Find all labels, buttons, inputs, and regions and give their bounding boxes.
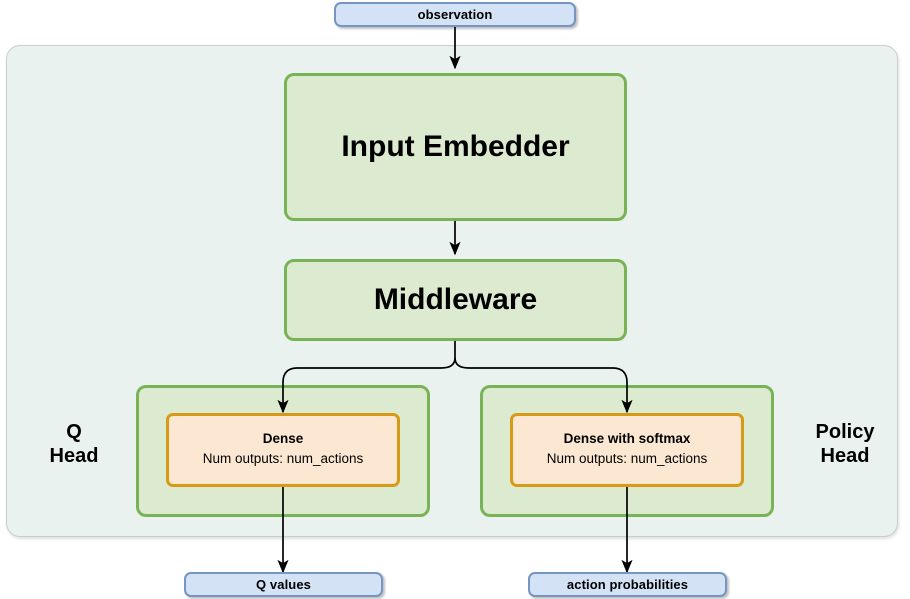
node-middleware[interactable]: Middleware <box>284 259 627 341</box>
label-policy-head: Policy Head <box>790 420 900 469</box>
node-input-embedder-label: Input Embedder <box>341 130 570 163</box>
label-q-head-line2: Head <box>49 445 99 468</box>
label-q-head-line1: Q <box>66 421 82 443</box>
node-action-probabilities[interactable]: action probabilities <box>528 572 727 597</box>
label-policy-head-line2: Head <box>820 445 870 468</box>
label-policy-head-line1: Policy <box>815 421 875 443</box>
node-policy-head-dense-title: Dense with softmax <box>563 431 691 447</box>
node-middleware-label: Middleware <box>373 283 538 316</box>
node-input-embedder[interactable]: Input Embedder <box>284 73 627 221</box>
node-q-values[interactable]: Q values <box>184 572 383 597</box>
label-q-head: Q Head <box>24 420 124 469</box>
node-q-head-dense-subtitle: Num outputs: num_actions <box>202 451 364 467</box>
node-policy-head-dense[interactable]: Dense with softmax Num outputs: num_acti… <box>510 413 744 487</box>
node-q-head-dense[interactable]: Dense Num outputs: num_actions <box>166 413 400 487</box>
node-observation-label: observation <box>417 7 493 22</box>
node-action-probabilities-label: action probabilities <box>566 577 689 592</box>
node-q-head-dense-title: Dense <box>262 431 304 447</box>
node-q-values-label: Q values <box>256 577 311 592</box>
node-observation[interactable]: observation <box>334 2 576 27</box>
node-policy-head-dense-subtitle: Num outputs: num_actions <box>546 451 708 467</box>
